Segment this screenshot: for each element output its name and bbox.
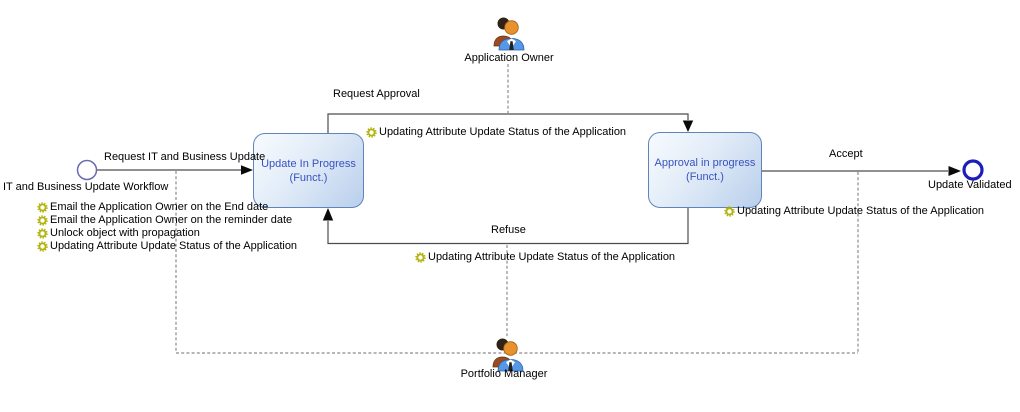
transition-refuse-label: Refuse xyxy=(491,224,526,236)
gear-icon xyxy=(415,251,426,263)
action-refuse: Updating Attribute Update Status of the … xyxy=(415,251,675,263)
transition-request-approval-label: Request Approval xyxy=(333,88,420,100)
arrowhead-request-approval xyxy=(682,120,694,132)
action-label: Updating Attribute Update Status of the … xyxy=(50,240,298,252)
action-label: Updating Attribute Update Status of the … xyxy=(379,126,627,138)
state-label: Approval in progress xyxy=(654,157,756,169)
transition-request-it-label: Request IT and Business Update xyxy=(104,151,266,163)
gear-icon xyxy=(37,227,48,239)
action-label: Email the Application Owner on the remin… xyxy=(50,214,293,226)
state-type-label: (Funct.) xyxy=(686,171,724,183)
arrowhead-refuse xyxy=(322,208,334,221)
action-label: Email the Application Owner on the End d… xyxy=(50,201,269,213)
start-event-label: IT and Business Update Workflow xyxy=(3,181,169,193)
state-label: Update In Progress xyxy=(261,157,356,170)
gear-icon xyxy=(37,214,48,226)
state-type-label: (Funct.) xyxy=(289,171,328,184)
transition-refuse-line[interactable] xyxy=(327,208,689,245)
application-owner-label: Application Owner xyxy=(464,52,554,64)
start-action-item: Updating Attribute Update Status of the … xyxy=(37,240,297,252)
end-event-label: Update Validated xyxy=(928,179,1012,191)
application-owner-actor-icon[interactable] xyxy=(490,15,526,51)
arrowhead-accept xyxy=(948,166,961,176)
gear-icon xyxy=(37,240,48,252)
portfolio-manager-label: Portfolio Manager xyxy=(460,368,548,380)
start-event-circle[interactable] xyxy=(76,159,98,181)
action-label: Updating Attribute Update Status of the … xyxy=(428,251,676,263)
start-action-item: Unlock object with propagation xyxy=(37,227,200,239)
end-event-circle[interactable] xyxy=(962,159,984,181)
start-action-item: Email the Application Owner on the End d… xyxy=(37,201,268,213)
state-approval-in-progress[interactable]: Approval in progress (Funct.) xyxy=(648,132,762,208)
action-label: Updating Attribute Update Status of the … xyxy=(737,205,985,217)
start-action-item: Email the Application Owner on the remin… xyxy=(37,214,292,226)
action-accept: Updating Attribute Update Status of the … xyxy=(724,205,984,217)
transition-request-approval-line[interactable] xyxy=(327,113,689,133)
action-label: Unlock object with propagation xyxy=(50,227,200,239)
gear-icon xyxy=(37,201,48,213)
action-request-approval: Updating Attribute Update Status of the … xyxy=(366,126,626,138)
transition-accept-label: Accept xyxy=(829,148,863,160)
gear-icon xyxy=(366,126,377,138)
arrowhead-request-it xyxy=(241,165,253,175)
portfolio-manager-actor-icon[interactable] xyxy=(489,336,525,372)
gear-icon xyxy=(724,205,735,217)
state-update-in-progress[interactable]: Update In Progress (Funct.) xyxy=(253,133,364,208)
